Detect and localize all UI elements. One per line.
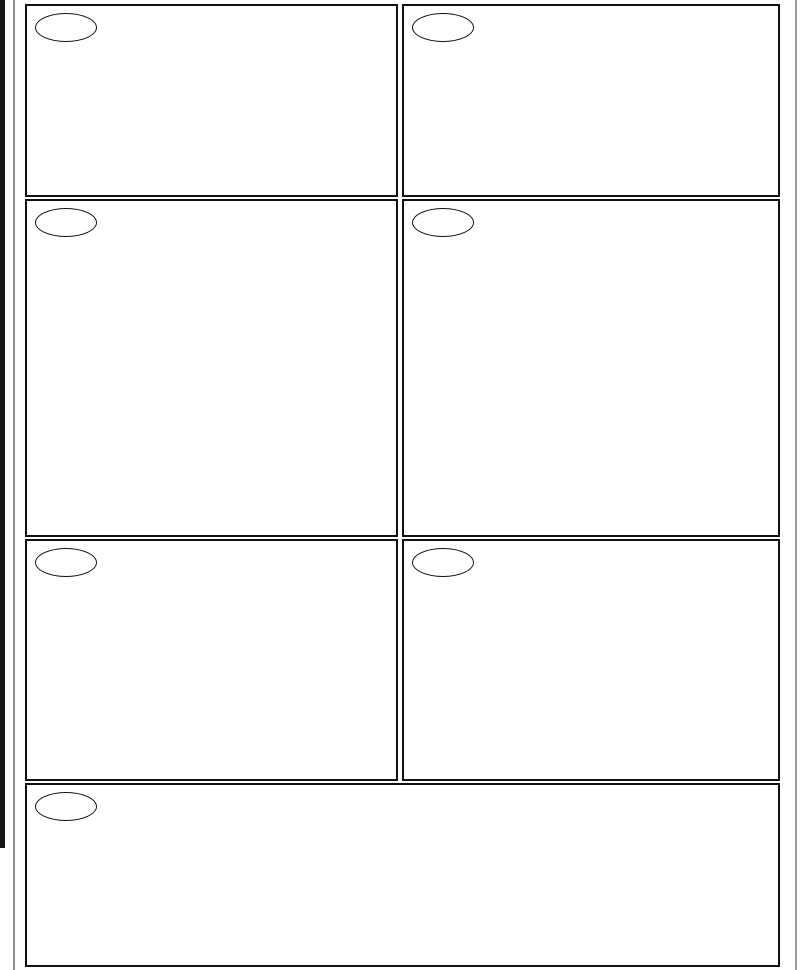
step2-panel (402, 4, 780, 197)
step5-panel (25, 539, 398, 781)
step6-panel (402, 539, 780, 781)
step3-wiring-labels (27, 201, 396, 535)
step5-illustration (27, 541, 396, 779)
page-edge-artifact-left (0, 0, 5, 848)
step1-panel (25, 4, 398, 197)
step7-label-oval (35, 792, 97, 821)
page-edge-line-left (13, 0, 15, 970)
step6-label-oval (412, 548, 474, 577)
page-edge-line-right (795, 0, 797, 970)
step4-label-oval (412, 208, 474, 237)
step1-label-oval (35, 13, 97, 42)
step7-illustration (27, 785, 778, 965)
step4-illustration (404, 201, 778, 535)
step2-label-oval (412, 13, 474, 42)
step3-panel (25, 199, 398, 537)
step3-label-oval (35, 208, 97, 237)
step4-panel (402, 199, 780, 537)
step5-label-oval (35, 548, 97, 577)
step7-panel (25, 783, 780, 967)
step6-illustration (404, 541, 778, 779)
